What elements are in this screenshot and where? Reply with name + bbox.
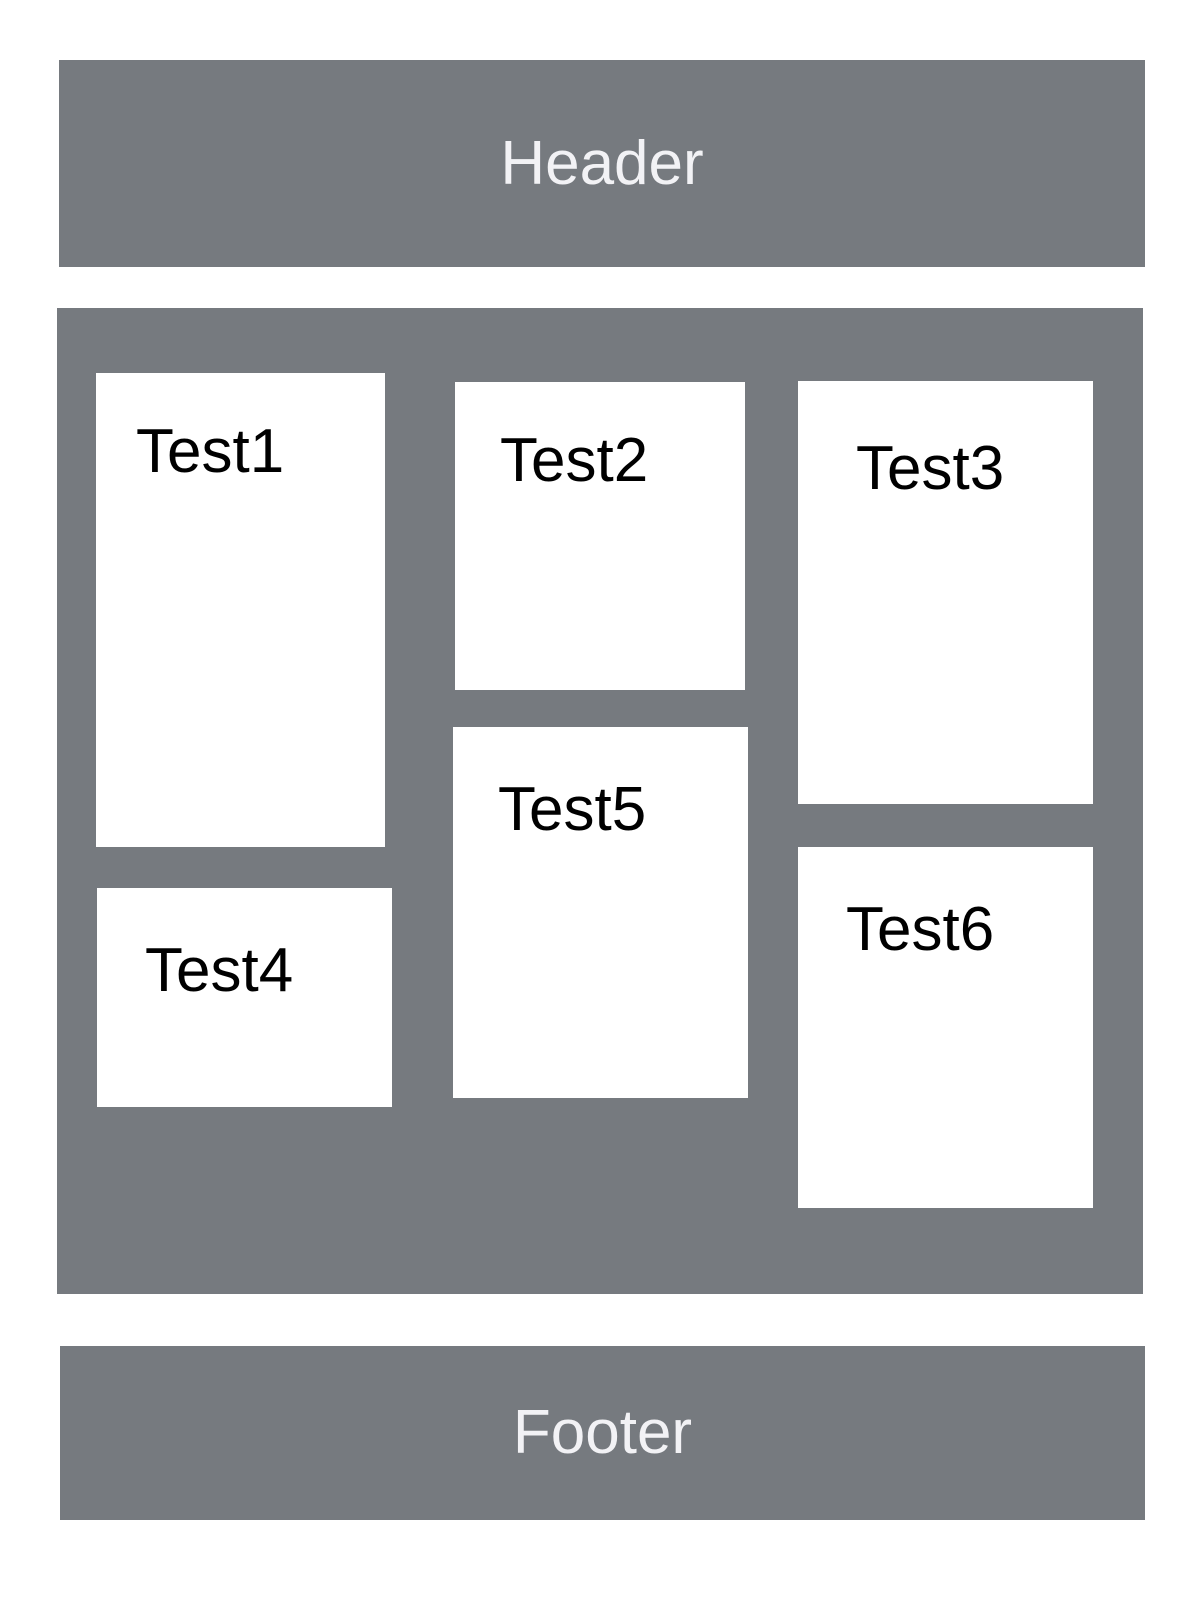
content-card-test4[interactable]: Test4 <box>97 888 392 1107</box>
header-banner: Header <box>59 60 1145 267</box>
main-content-region: Test1 Test4 Test2 Test5 Test3 Test6 <box>57 308 1143 1294</box>
content-card-test5[interactable]: Test5 <box>453 727 748 1098</box>
content-card-test6[interactable]: Test6 <box>798 847 1093 1208</box>
footer-banner: Footer <box>60 1346 1145 1520</box>
header-title: Header <box>500 128 704 198</box>
content-card-label: Test5 <box>498 775 647 844</box>
content-card-label: Test1 <box>136 417 285 486</box>
content-card-label: Test3 <box>856 434 1005 503</box>
content-card-label: Test2 <box>500 426 649 495</box>
content-card-label: Test6 <box>846 895 995 964</box>
content-card-test2[interactable]: Test2 <box>455 382 745 690</box>
content-card-test1[interactable]: Test1 <box>96 373 385 847</box>
content-card-test3[interactable]: Test3 <box>798 381 1093 804</box>
content-card-label: Test4 <box>145 936 294 1005</box>
footer-title: Footer <box>512 1398 693 1467</box>
